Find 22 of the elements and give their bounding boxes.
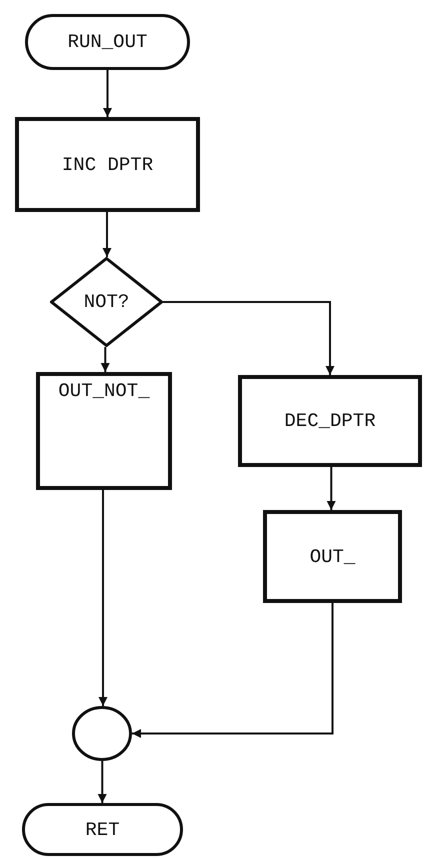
node-text: OUT_NOT_ — [58, 380, 150, 402]
process-box — [263, 510, 402, 603]
process-box — [36, 372, 172, 490]
node-text: RUN_OUT — [68, 31, 148, 53]
arrow — [103, 70, 112, 117]
decision-diamond — [50, 257, 163, 347]
arrow — [98, 490, 108, 706]
node-text: INC DPTR — [62, 154, 154, 176]
node-text: OUT_ — [310, 546, 356, 568]
process-box — [238, 375, 422, 467]
node-text: NOT? — [84, 291, 130, 313]
terminal-shape — [22, 803, 183, 856]
arrow — [98, 761, 107, 803]
node-text: DEC_DPTR — [284, 410, 376, 432]
arrow — [132, 603, 334, 738]
connector-circle — [72, 706, 132, 761]
arrow — [326, 467, 336, 510]
node-text: RET — [85, 818, 120, 840]
arrow — [102, 212, 112, 257]
process-box — [15, 117, 200, 212]
arrow — [100, 347, 110, 372]
arrow — [163, 301, 334, 375]
